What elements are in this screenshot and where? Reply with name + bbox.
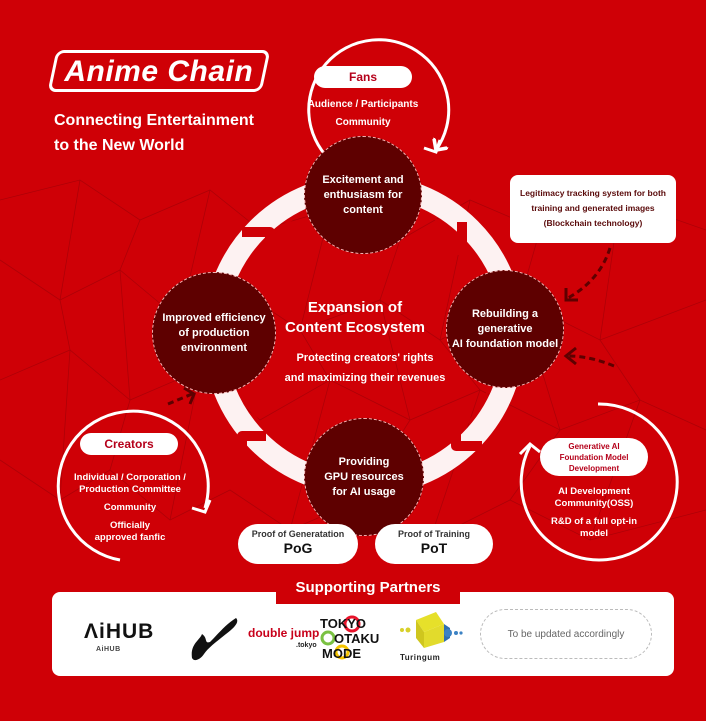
genai-line: R&D of a full opt-in [550,516,637,527]
tagline: Connecting Entertainment to the New Worl… [54,108,294,158]
node-text: Excitement and [322,173,404,186]
genai-label: Foundation Model [559,452,629,462]
center-title-line-1: Expansion of [307,299,403,316]
creators-line: approved fanfic [94,532,166,543]
creators-line: Officially [109,520,151,531]
double-jump-brush-icon [191,618,238,661]
legitimacy-tracking-box: Legitimacy tracking system for both trai… [510,175,676,243]
proof-of-training-pill: Proof of Training PoT [375,524,493,564]
proof-caption: Proof of Generatation [251,529,345,539]
fans-line-2: Community [335,117,391,128]
node-text: Improved efficiency [162,311,266,324]
partner-name-aihub: AiHUB [96,646,121,653]
double-jump-tld: .tokyo [296,642,317,649]
tom-line-3: MODE [322,646,361,661]
proof-abbr: PoT [420,540,448,556]
cycle-node-rebuilding-ai: Rebuilding a generative AI foundation mode… [446,270,564,388]
tom-line-1: TOKYO [320,616,366,631]
partners-panel [52,592,674,676]
node-text: Providing [338,455,390,468]
cycle-node-production-efficiency: Improved efficiency of production environm… [152,272,276,394]
legit-line-3: (Blockchain technology) [543,218,643,228]
proof-abbr: PoG [283,540,313,556]
center-sub-line-2: and maximizing their revenues [284,372,446,384]
creators-line: Individual / Corporation / [74,472,186,483]
partner-logo-turingum: Turingum [400,653,441,662]
proof-of-generation-pill: Proof of Generatation PoG [238,524,358,564]
cycle-node-excitement: Excitement and enthusiasm for content [304,136,422,254]
fans-line-1: Audience / Participants [307,99,419,110]
center-title: Expansion of Content Ecosystem [270,298,440,338]
genai-line: Community(OSS) [554,498,634,509]
tagline-line-1: Connecting Entertainment [54,112,255,129]
legit-line-1: Legitimacy tracking system for both [520,188,666,198]
partners-title: Supporting Partners [276,574,460,604]
partner-logo-aihub: ΛiHUB [84,620,155,643]
partner-logo-tokyo-otaku-mode: TOKYO OTAKU MODE [318,612,382,662]
creators-loop-arrow [56,409,210,562]
node-text: AI foundation model [451,337,559,350]
anime-chain-logo: Anime Chain [47,50,271,92]
center-subtitle: Protecting creators' rights and maximizi… [270,348,460,388]
node-text: generative [477,322,533,335]
logo-text: Anime Chain [64,55,254,88]
node-text: enthusiasm for [323,188,403,201]
partner-placeholder: To be updated accordingly [480,609,652,659]
genai-line: model [580,528,608,539]
node-text: for AI usage [332,485,396,498]
cycle-arrows [237,222,482,462]
dashed-arrows [167,247,615,406]
creators-pill: Creators [80,433,178,455]
tagline-line-2: to the New World [54,137,185,154]
legit-line-2: training and generated images [531,203,655,213]
genai-line: AI Development [558,486,630,497]
center-sub-line-1: Protecting creators' rights [296,352,434,364]
center-title-line-2: Content Ecosystem [284,319,426,336]
fans-pill: Fans [314,66,412,88]
node-text: of production [178,326,250,339]
genai-label: Generative AI [568,441,620,451]
creators-line: Community [103,502,157,513]
tokyo-otaku-mode-icon: TOKYO OTAKU MODE [320,615,379,661]
creators-line: Production Committee [79,484,181,495]
genai-description: AI Development Community(OSS) R&D of a f… [540,486,648,540]
node-text: Rebuilding a [471,307,538,320]
node-text: content [343,203,383,216]
genai-label: Development [568,463,620,473]
node-text: environment [180,341,247,354]
creators-description: Individual / Corporation / Production Co… [60,472,200,544]
proof-caption: Proof of Training [398,529,470,539]
tom-line-2: OTAKU [334,631,379,646]
fans-loop-arrow [307,38,451,162]
partner-logo-double-jump: double jump [248,626,320,640]
genai-loop-arrow [519,402,679,562]
turingum-cube-icon [400,612,463,648]
fans-description: Audience / Participants Community [290,96,436,132]
node-text: GPU resources [324,470,404,483]
